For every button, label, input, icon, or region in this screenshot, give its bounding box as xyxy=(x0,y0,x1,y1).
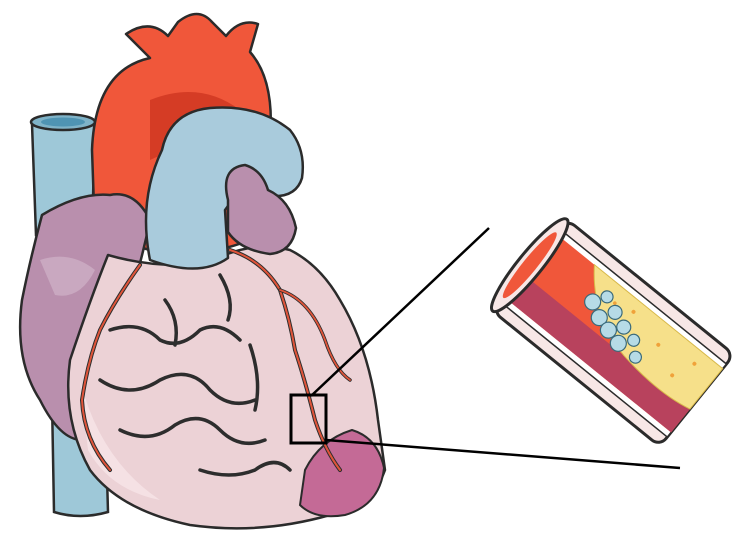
heart-anatomy-icon xyxy=(20,14,385,528)
artery-cross-section-icon xyxy=(483,212,734,447)
